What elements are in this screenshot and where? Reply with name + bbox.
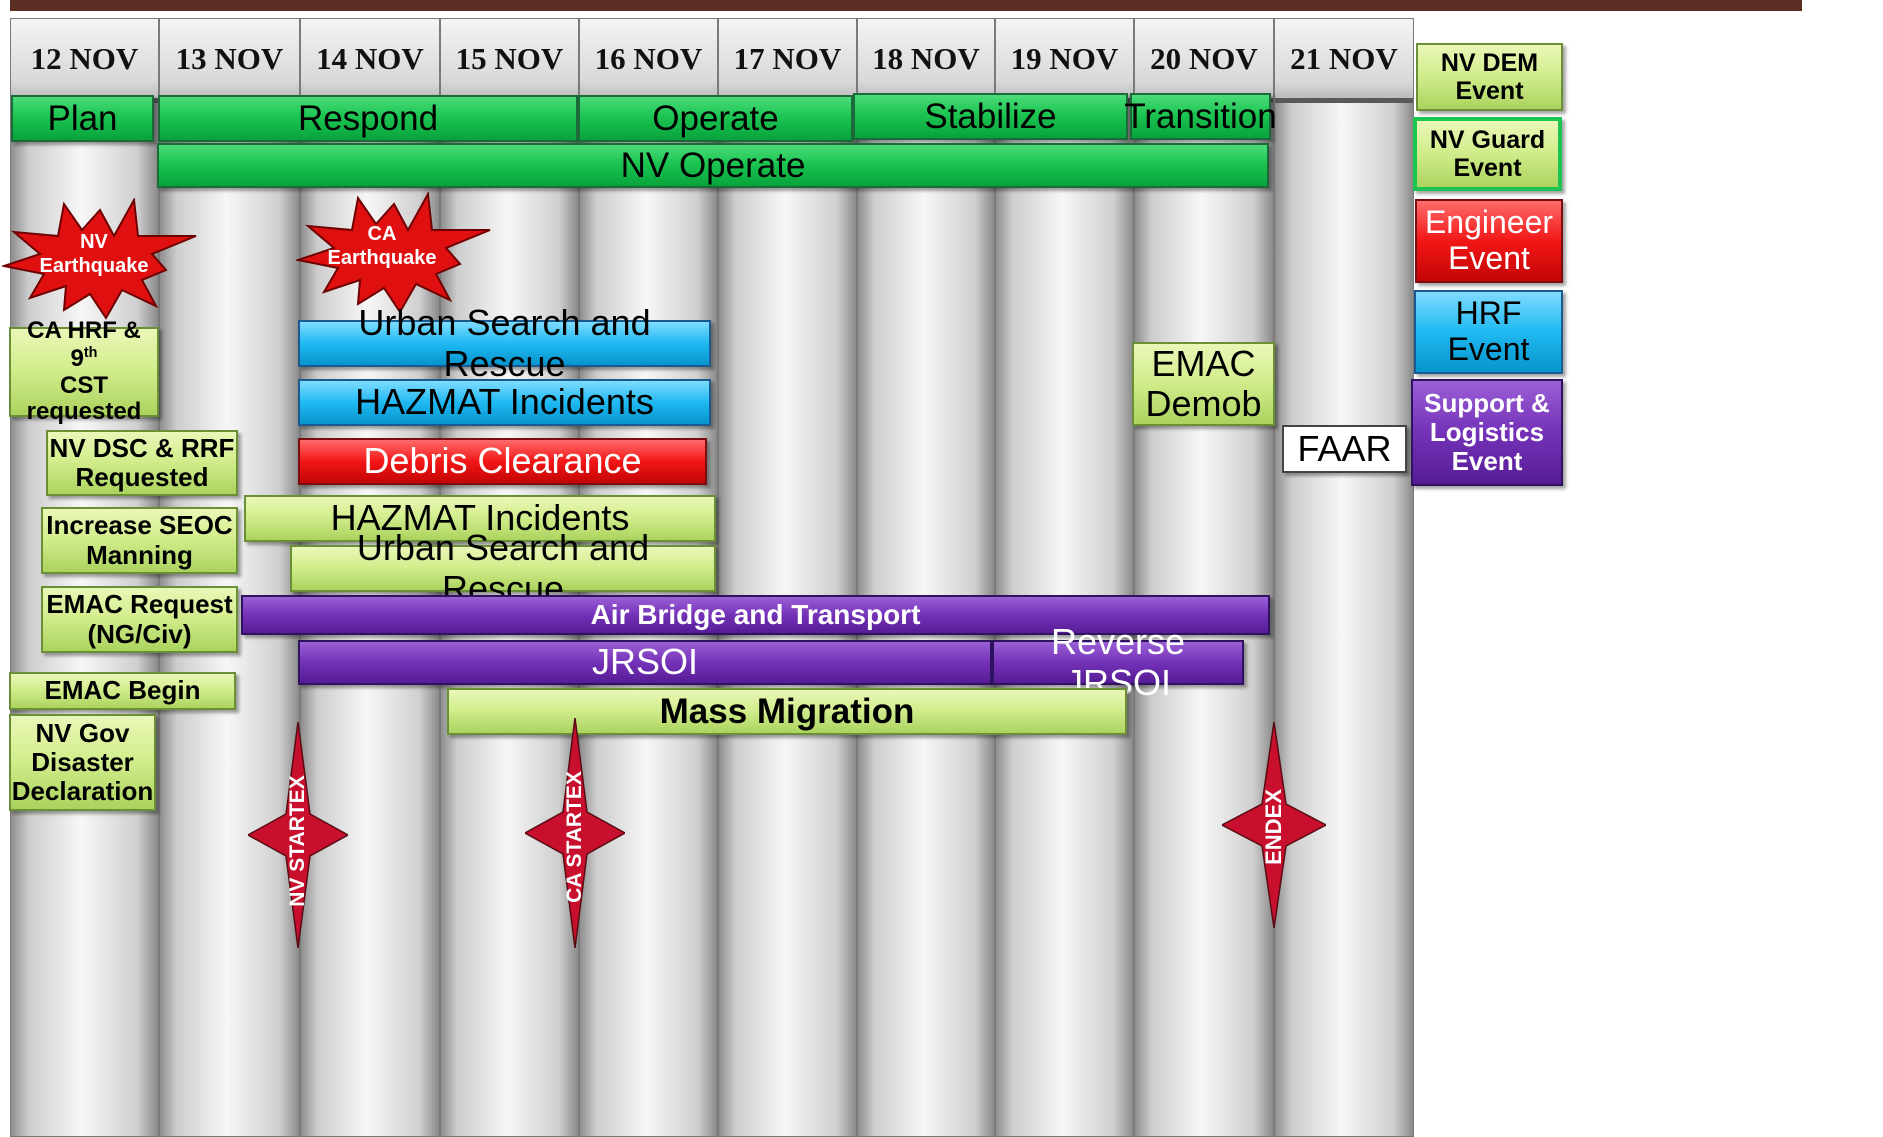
nv-dsc-line-2: Requested: [75, 462, 209, 492]
nv-earthquake-star-icon: NV Earthquake: [2, 198, 197, 320]
date-header: 21 NOV: [1275, 19, 1413, 103]
increase-seoc-manning-box: Increase SEOC Manning: [41, 507, 238, 574]
legend-nv-dem-line-2: Event: [1455, 77, 1524, 105]
emac-demob-line-2: Demob: [1145, 383, 1262, 424]
nv-startex-marker-icon: [248, 722, 348, 948]
nv-dsc-line-1: NV DSC & RRF: [49, 432, 235, 463]
endex-label: ENDEX: [1261, 789, 1286, 865]
legend-hrf-event: HRF Event: [1414, 290, 1563, 374]
date-header: 12 NOV: [11, 19, 158, 103]
ca-earthquake-label-2: Earthquake: [328, 247, 437, 269]
nv-earthquake-label-1: NV: [80, 231, 108, 253]
legend-nv-dem-line-1: NV DEM: [1440, 49, 1539, 77]
emac-demob-line-1: EMAC: [1151, 342, 1256, 384]
urban-search-rescue-hrf-bar: Urban Search and Rescue: [298, 303, 711, 383]
jrsoi-bar: JRSOI: [298, 640, 992, 685]
date-header: 13 NOV: [160, 19, 299, 103]
nv-earthquake-label-2: Earthquake: [40, 255, 149, 277]
date-header: 15 NOV: [441, 19, 578, 103]
emac-demob-box: EMAC Demob: [1132, 342, 1275, 426]
day-column-19-nov: 19 NOV: [995, 18, 1134, 1137]
nv-gov-line-1: NV Gov: [35, 717, 130, 748]
nv-gov-disaster-declaration-box: NV Gov Disaster Declaration: [9, 714, 156, 811]
ca-hrf-line-2: CST: [60, 371, 108, 399]
emac-request-line-1: EMAC Request: [46, 589, 233, 620]
date-header: 16 NOV: [580, 19, 717, 103]
date-header: 20 NOV: [1135, 19, 1273, 103]
seoc-line-1: Increase SEOC: [46, 510, 233, 541]
ca-startex-marker-icon: [525, 718, 625, 948]
legend-nv-guard-line-2: Event: [1453, 154, 1522, 182]
legend-nv-guard-event: NV Guard Event: [1413, 117, 1562, 191]
phase-nv-operate: NV Operate: [157, 143, 1269, 188]
legend-support-logistics-event: Support & Logistics Event: [1411, 379, 1563, 486]
day-column-17-nov: 17 NOV: [718, 18, 857, 1137]
phase-plan: Plan: [11, 95, 154, 142]
ca-hrf-cst-requested-box: CA HRF & 9th CST requested: [9, 317, 159, 425]
legend-support-line-1: Support &: [1424, 387, 1550, 418]
nv-dsc-rrf-requested-box: NV DSC & RRF Requested: [46, 430, 238, 496]
urban-search-rescue-dem-bar: Urban Search and Rescue: [290, 528, 716, 608]
top-bar: [10, 0, 1802, 11]
legend-support-line-2: Logistics: [1429, 416, 1545, 447]
reverse-jrsoi-bar: Reverse JRSOI: [992, 622, 1244, 702]
endex-marker-icon: [1222, 722, 1326, 928]
day-column-12-nov: 12 NOV: [10, 18, 159, 1137]
date-header: 17 NOV: [719, 19, 856, 103]
day-column-21-nov: 21 NOV: [1274, 18, 1414, 1137]
phase-operate: Operate: [578, 95, 853, 142]
phase-stabilize: Stabilize: [853, 93, 1128, 140]
ca-hrf-line-1: CA HRF & 9th: [27, 316, 141, 372]
nv-gov-line-2: Disaster: [31, 746, 134, 777]
legend-engineer-event: Engineer Event: [1415, 199, 1563, 283]
seoc-line-2: Manning: [86, 539, 193, 570]
day-column-13-nov: 13 NOV: [159, 18, 300, 1137]
legend-nv-dem-event: NV DEM Event: [1416, 43, 1563, 111]
legend-engineer-line-2: Event: [1448, 240, 1530, 276]
day-column-18-nov: 18 NOV: [857, 18, 995, 1137]
emac-begin-box: EMAC Begin: [9, 672, 236, 710]
ca-hrf-line-3: requested: [26, 398, 142, 426]
debris-clearance-bar: Debris Clearance: [298, 438, 707, 485]
ca-earthquake-label-1: CA: [368, 223, 397, 245]
legend-hrf-line-1: HRF: [1455, 295, 1522, 332]
phase-transition: Transition: [1124, 93, 1277, 140]
nv-gov-line-3: Declaration: [11, 776, 154, 807]
date-header: 19 NOV: [996, 19, 1133, 103]
emac-request-box: EMAC Request (NG/Civ): [41, 586, 238, 653]
emac-request-line-2: (NG/Civ): [87, 618, 192, 649]
legend-hrf-line-2: Event: [1447, 331, 1530, 367]
hazmat-incidents-hrf-bar: HAZMAT Incidents: [298, 379, 711, 426]
hazmat-incidents-dem-bar: HAZMAT Incidents: [244, 495, 716, 542]
date-header: 14 NOV: [301, 19, 439, 103]
air-bridge-transport-bar: Air Bridge and Transport: [241, 595, 1270, 635]
legend-engineer-line-1: Engineer: [1424, 204, 1554, 241]
mass-migration-bar: Mass Migration: [447, 688, 1127, 735]
date-header: 18 NOV: [858, 19, 994, 103]
day-column-20-nov: 20 NOV: [1134, 18, 1274, 1137]
legend-nv-guard-line-1: NV Guard: [1429, 126, 1546, 154]
faar-box: FAAR: [1282, 425, 1407, 473]
ca-startex-label: CA STARTEX: [563, 771, 586, 903]
legend-support-line-3: Event: [1451, 446, 1523, 477]
ca-earthquake-star-icon: CA Earthquake: [296, 192, 491, 314]
phase-respond: Respond: [158, 95, 578, 142]
nv-startex-label: NV STARTEX: [286, 775, 309, 907]
